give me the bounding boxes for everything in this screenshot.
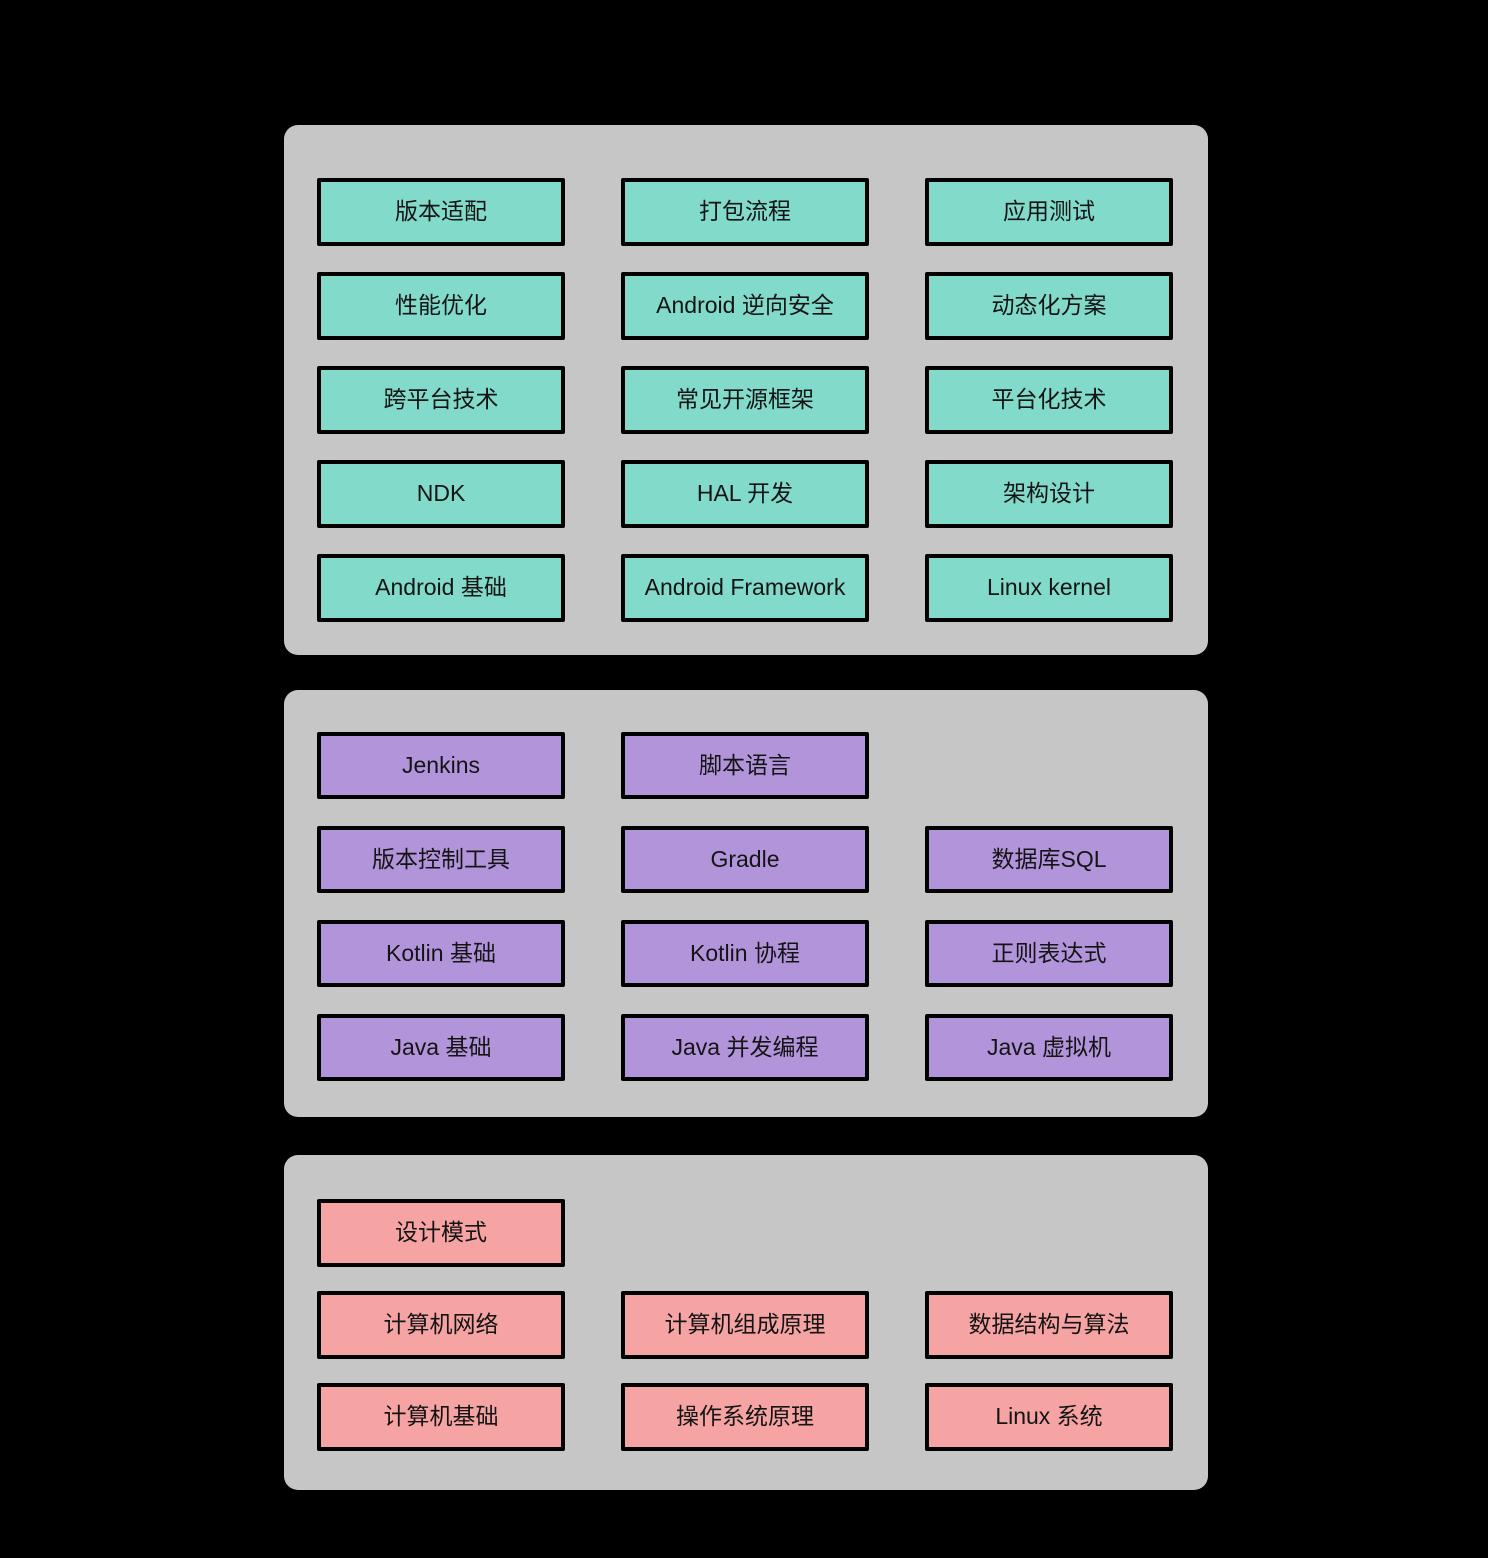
skill-box: 版本适配 (317, 178, 565, 246)
skill-box: 动态化方案 (925, 272, 1173, 340)
skill-box: 打包流程 (621, 178, 869, 246)
skill-box: HAL 开发 (621, 460, 869, 528)
skill-box: Kotlin 基础 (317, 920, 565, 987)
skill-box: Java 并发编程 (621, 1014, 869, 1081)
skill-box: Kotlin 协程 (621, 920, 869, 987)
skill-box: 数据结构与算法 (925, 1291, 1173, 1359)
skill-box: 架构设计 (925, 460, 1173, 528)
panel-languages-and-tools: Jenkins 脚本语言版本控制工具 Gradle 数据库SQL Kotlin 基础 Ko… (284, 690, 1208, 1117)
skill-box: Java 虚拟机 (925, 1014, 1173, 1081)
skill-box: 版本控制工具 (317, 826, 565, 893)
skill-box: 应用测试 (925, 178, 1173, 246)
skill-box: Android Framework (621, 554, 869, 622)
skill-box: 正则表达式 (925, 920, 1173, 987)
panel-android-advanced: 版本适配打包流程应用测试性能优化 Android 逆向安全动态化方案跨平台技术常见… (284, 125, 1208, 655)
skill-box: NDK (317, 460, 565, 528)
skill-box: Gradle (621, 826, 869, 893)
skill-box: 脚本语言 (621, 732, 869, 799)
skill-box: 计算机网络 (317, 1291, 565, 1359)
panel-cs-fundamentals: 设计模式计算机网络计算机组成原理数据结构与算法计算机基础操作系统原理 Linux … (284, 1155, 1208, 1490)
skill-box: 性能优化 (317, 272, 565, 340)
skill-box: Linux kernel (925, 554, 1173, 622)
skill-box: 计算机组成原理 (621, 1291, 869, 1359)
skill-box: Jenkins (317, 732, 565, 799)
skill-box: 计算机基础 (317, 1383, 565, 1451)
skill-box: 跨平台技术 (317, 366, 565, 434)
skill-box: 常见开源框架 (621, 366, 869, 434)
skill-box: 平台化技术 (925, 366, 1173, 434)
skill-box: 设计模式 (317, 1199, 565, 1267)
skill-box: 数据库SQL (925, 826, 1173, 893)
skill-box: Android 逆向安全 (621, 272, 869, 340)
skill-box: Java 基础 (317, 1014, 565, 1081)
skill-box: Android 基础 (317, 554, 565, 622)
skill-box: 操作系统原理 (621, 1383, 869, 1451)
skill-box: Linux 系统 (925, 1383, 1173, 1451)
